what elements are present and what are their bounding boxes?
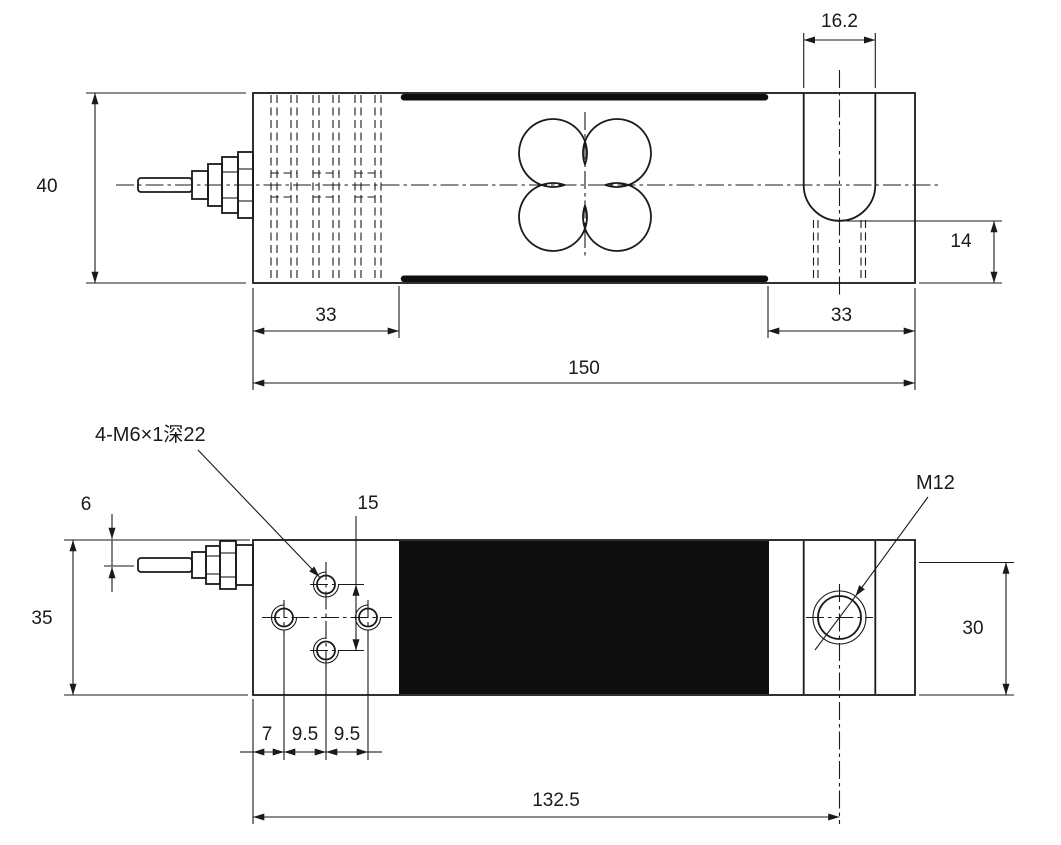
- dim-load-end-span-label: 30: [962, 618, 983, 639]
- dim-body-width-label: 35: [31, 608, 52, 629]
- dim-cable-offset-label: 6: [81, 494, 92, 515]
- mount-holes-label: 4-M6×1深22: [95, 423, 206, 446]
- dim-hole-pitch-1-label: 7: [262, 724, 273, 745]
- dim-overall-length: 150: [253, 358, 915, 387]
- dim-body-width: 35: [31, 539, 250, 696]
- dim-left-mount-label: 33: [315, 305, 336, 326]
- mount-holes-callout: 4-M6×1深22: [95, 423, 320, 578]
- black-cover-fill: [399, 541, 769, 694]
- dim-right-mount-zone: 33: [767, 286, 916, 390]
- dim-body-height: 40: [36, 92, 246, 284]
- dim-overall-length-label: 150: [568, 358, 600, 379]
- plan-view-body-outline: [252, 539, 916, 696]
- load-thread-callout: M12: [814, 472, 955, 651]
- dim-hole-pitch-3-label: 9.5: [334, 724, 360, 745]
- side-view-body-outline: [252, 92, 916, 284]
- hidden-mount-holes: [270, 95, 382, 281]
- cable-connector-plan: [137, 540, 254, 590]
- dim-slot-bottom-label: 14: [950, 231, 972, 252]
- dim-hole-row-span-label: 15: [357, 493, 378, 514]
- dim-cable-offset: 6: [81, 494, 134, 592]
- dim-left-mount-zone: 33: [252, 286, 400, 390]
- cable-connector-side: [137, 151, 254, 219]
- dim-hole-pitch-2-label: 9.5: [292, 724, 318, 745]
- mount-holes-m6: [262, 562, 392, 674]
- load-thread-label: M12: [916, 472, 955, 494]
- dim-hole-pitch-chain: 7 9.5 9.5: [240, 630, 382, 824]
- dim-hole-row-span: 15: [338, 493, 379, 652]
- side-view: 16.2 40 14 33 33: [36, 11, 1002, 390]
- dim-slot-width: 16.2: [803, 11, 876, 88]
- dim-load-hole-position: 132.5: [253, 790, 840, 821]
- dim-load-end-span: 30: [919, 561, 1014, 696]
- load-hole-m12: [806, 584, 873, 824]
- dim-slot-bottom: 14: [846, 220, 1002, 284]
- dim-slot-width-label: 16.2: [821, 11, 858, 32]
- hidden-load-thread: [812, 220, 867, 281]
- dim-body-height-label: 40: [36, 176, 57, 197]
- dim-load-hole-position-label: 132.5: [532, 790, 580, 811]
- plan-view: 4-M6×1深22 M12 6 35: [31, 423, 1014, 824]
- dim-right-mount-label: 33: [831, 305, 852, 326]
